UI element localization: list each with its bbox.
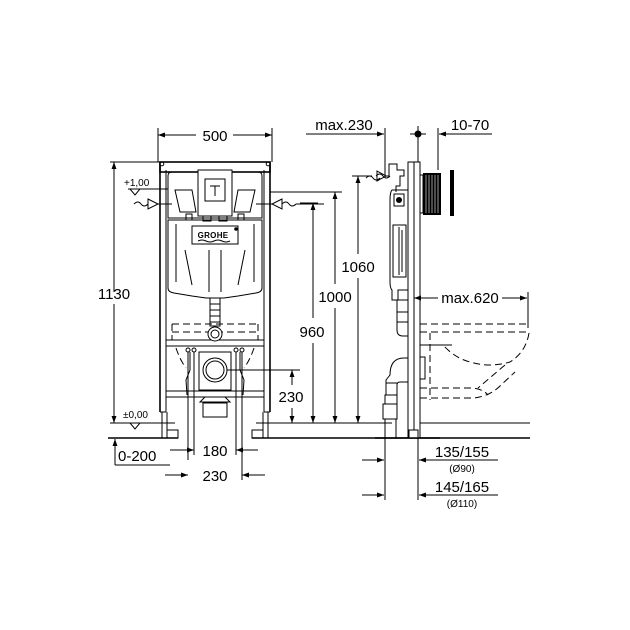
svg-text:145/165: 145/165 — [435, 479, 489, 496]
svg-text:135/155: 135/155 — [435, 444, 489, 461]
water-inlet-left — [133, 198, 172, 210]
height-1130-dimension: 1130 — [98, 162, 130, 423]
svg-text:(Ø110): (Ø110) — [447, 499, 477, 510]
svg-text:230: 230 — [278, 389, 303, 406]
svg-text:1130: 1130 — [98, 286, 130, 303]
max-depth-dimension: max.230 — [306, 117, 386, 162]
drain-90-dimension: 135/155 (Ø90) — [362, 444, 498, 475]
svg-text:1060: 1060 — [341, 259, 374, 276]
outer-spacing-dimension: 230 — [165, 468, 265, 485]
height-960-dimension: 960 — [299, 202, 325, 423]
drain-110-dimension: 145/165 (Ø110) — [362, 479, 498, 510]
bowl-outline-front — [171, 323, 259, 369]
svg-text:max.230: max.230 — [315, 117, 373, 134]
drain-bend-side — [382, 356, 426, 500]
drain-connector — [185, 347, 245, 418]
centerline-symbol — [410, 126, 426, 162]
level-marker-bottom: ±0,00 — [123, 410, 148, 430]
plate-offset-dimension: 10-70 — [437, 117, 492, 170]
brand-logo: GROHE — [198, 231, 229, 240]
frame-post-side — [407, 161, 421, 439]
svg-text:1000: 1000 — [318, 289, 351, 306]
svg-text:±0,00: ±0,00 — [123, 410, 148, 421]
svg-text:(Ø90): (Ø90) — [449, 464, 475, 475]
front-view: 500 — [98, 128, 440, 485]
svg-text:180: 180 — [202, 443, 227, 460]
floor-adjust-dimension: 0-200 — [112, 439, 170, 466]
grohe-logo-plate — [191, 225, 239, 245]
cistern-side — [389, 189, 409, 337]
svg-text:230: 230 — [202, 468, 227, 485]
water-inlet-right — [256, 198, 324, 210]
level-marker-top: +1,00 — [124, 178, 150, 196]
height-1000-dimension: 1000 — [270, 191, 352, 423]
bowl-outline-side — [420, 323, 530, 400]
svg-text:+1,00: +1,00 — [124, 178, 150, 189]
cistern: GROHE — [167, 169, 263, 327]
svg-text:max.620: max.620 — [441, 290, 499, 307]
inner-spacing-dimension: 180 — [170, 443, 258, 460]
width-label: 500 — [202, 128, 227, 145]
bowl-projection-dimension: max.620 — [414, 290, 529, 328]
svg-text:10-70: 10-70 — [451, 117, 489, 134]
side-view: max.230 10-70 — [306, 117, 530, 510]
height-1060-dimension: 1060 — [341, 175, 381, 423]
width-dimension: 500 — [157, 128, 273, 162]
svg-text:0-200: 0-200 — [118, 448, 156, 465]
svg-text:960: 960 — [299, 324, 324, 341]
flush-plate-side — [419, 170, 454, 216]
drain-height-dimension: 230 — [227, 369, 304, 423]
